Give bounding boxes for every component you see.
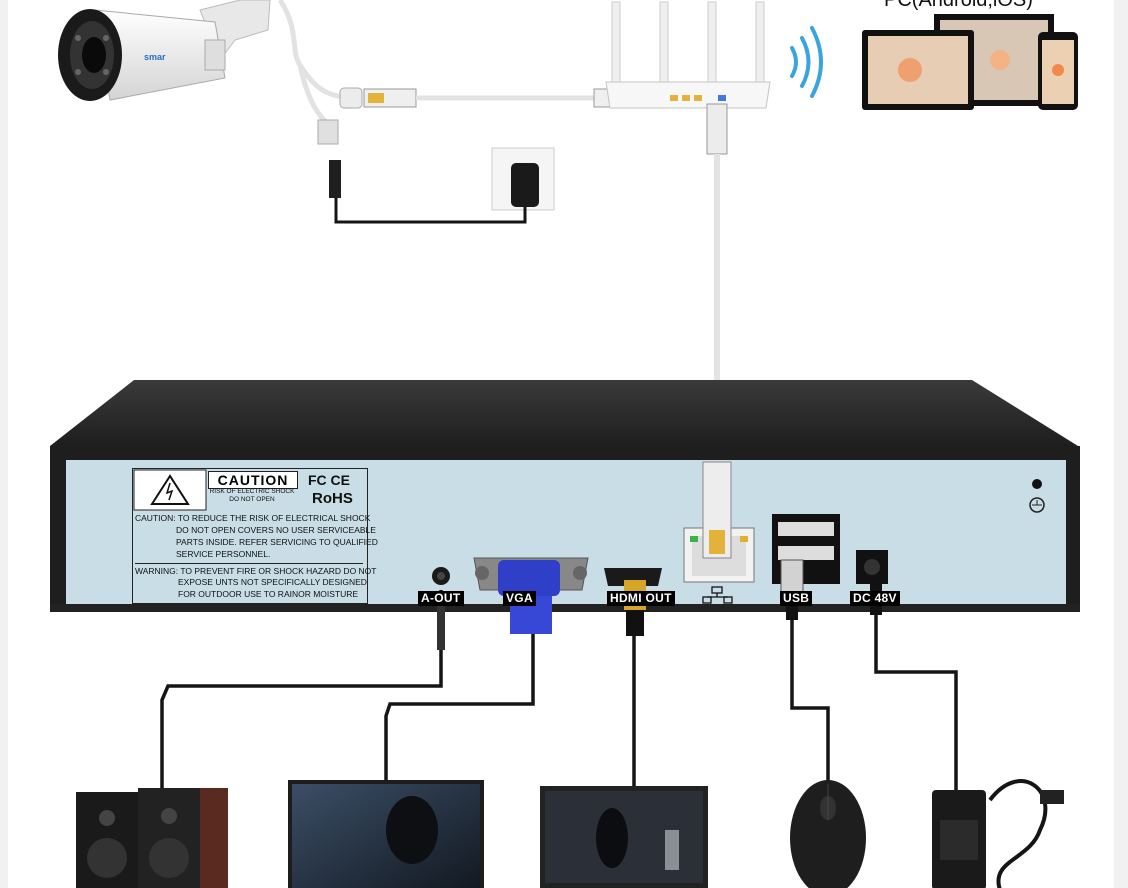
caution-line-6: EXPOSE UNTS NOT SPECIFICALLY DESIGNED	[178, 577, 367, 587]
ethernet-plug-router-down	[706, 103, 728, 155]
speakers	[76, 788, 228, 888]
port-label-vga: VGA	[503, 591, 536, 606]
caution-title: CAUTION	[208, 471, 298, 489]
caution-subtitle-1: RISK OF ELECTRIC SHOCK	[209, 488, 295, 495]
caution-line-2: DO NOT OPEN COVERS NO USER SERVICEABLE	[176, 525, 376, 535]
audio-out-port	[432, 567, 450, 585]
camera-pigtail	[277, 0, 346, 128]
left-frame-edge	[0, 0, 8, 888]
warning-triangle-icon	[133, 469, 207, 511]
cert-fcc-ce: FC CE	[308, 472, 350, 488]
usb-ports	[772, 514, 840, 620]
hdmi-display	[540, 786, 708, 888]
caution-line-3: PARTS INSIDE. REFER SERVICING TO QUALIFI…	[176, 537, 378, 547]
caution-subtitle-2: DO NOT OPEN	[229, 496, 275, 503]
nvr-power-adapter	[932, 779, 1064, 888]
client-devices	[862, 14, 1078, 110]
caution-line-7: FOR OUTDOOR USE TO RAINOR MOISTURE	[178, 589, 359, 599]
ground-icon	[1029, 497, 1045, 513]
vga-monitor	[288, 780, 484, 888]
output-cables	[160, 590, 958, 792]
camera-power-adapter	[329, 147, 555, 224]
port-label-dc: DC 48V	[850, 591, 900, 606]
port-label-hdmi: HDMI OUT	[607, 591, 675, 606]
usb-mouse	[790, 780, 866, 888]
camera-brand: smar	[144, 52, 166, 62]
caution-line-1: CAUTION: TO REDUCE THE RISK OF ELECTRICA…	[135, 513, 371, 523]
vga-port	[473, 557, 589, 634]
audio-plug	[437, 596, 445, 650]
right-frame-edge	[1114, 0, 1128, 888]
client-devices-label: PC(Android,iOS)	[884, 0, 1033, 11]
rj45-coupler	[339, 87, 363, 109]
port-label-usb: USB	[780, 591, 813, 606]
caution-subtitle: RISK OF ELECTRIC SHOCK DO NOT OPEN	[208, 488, 296, 504]
cert-rohs: RoHS	[312, 490, 353, 507]
lan-port	[683, 461, 755, 604]
dc-jack	[317, 119, 339, 145]
caution-line-4: SERVICE PERSONNEL.	[176, 549, 271, 559]
network-icon	[702, 586, 733, 604]
bullet-camera: smar	[58, 0, 271, 101]
wifi-signal-icon	[790, 26, 823, 98]
caution-line-5: WARNING: TO PREVENT FIRE OR SHOCK HAZARD…	[135, 563, 377, 577]
ground-screw	[1032, 479, 1042, 489]
wifi-router	[605, 1, 771, 109]
caution-label	[132, 468, 368, 604]
port-label-audio-out: A-OUT	[418, 591, 464, 606]
